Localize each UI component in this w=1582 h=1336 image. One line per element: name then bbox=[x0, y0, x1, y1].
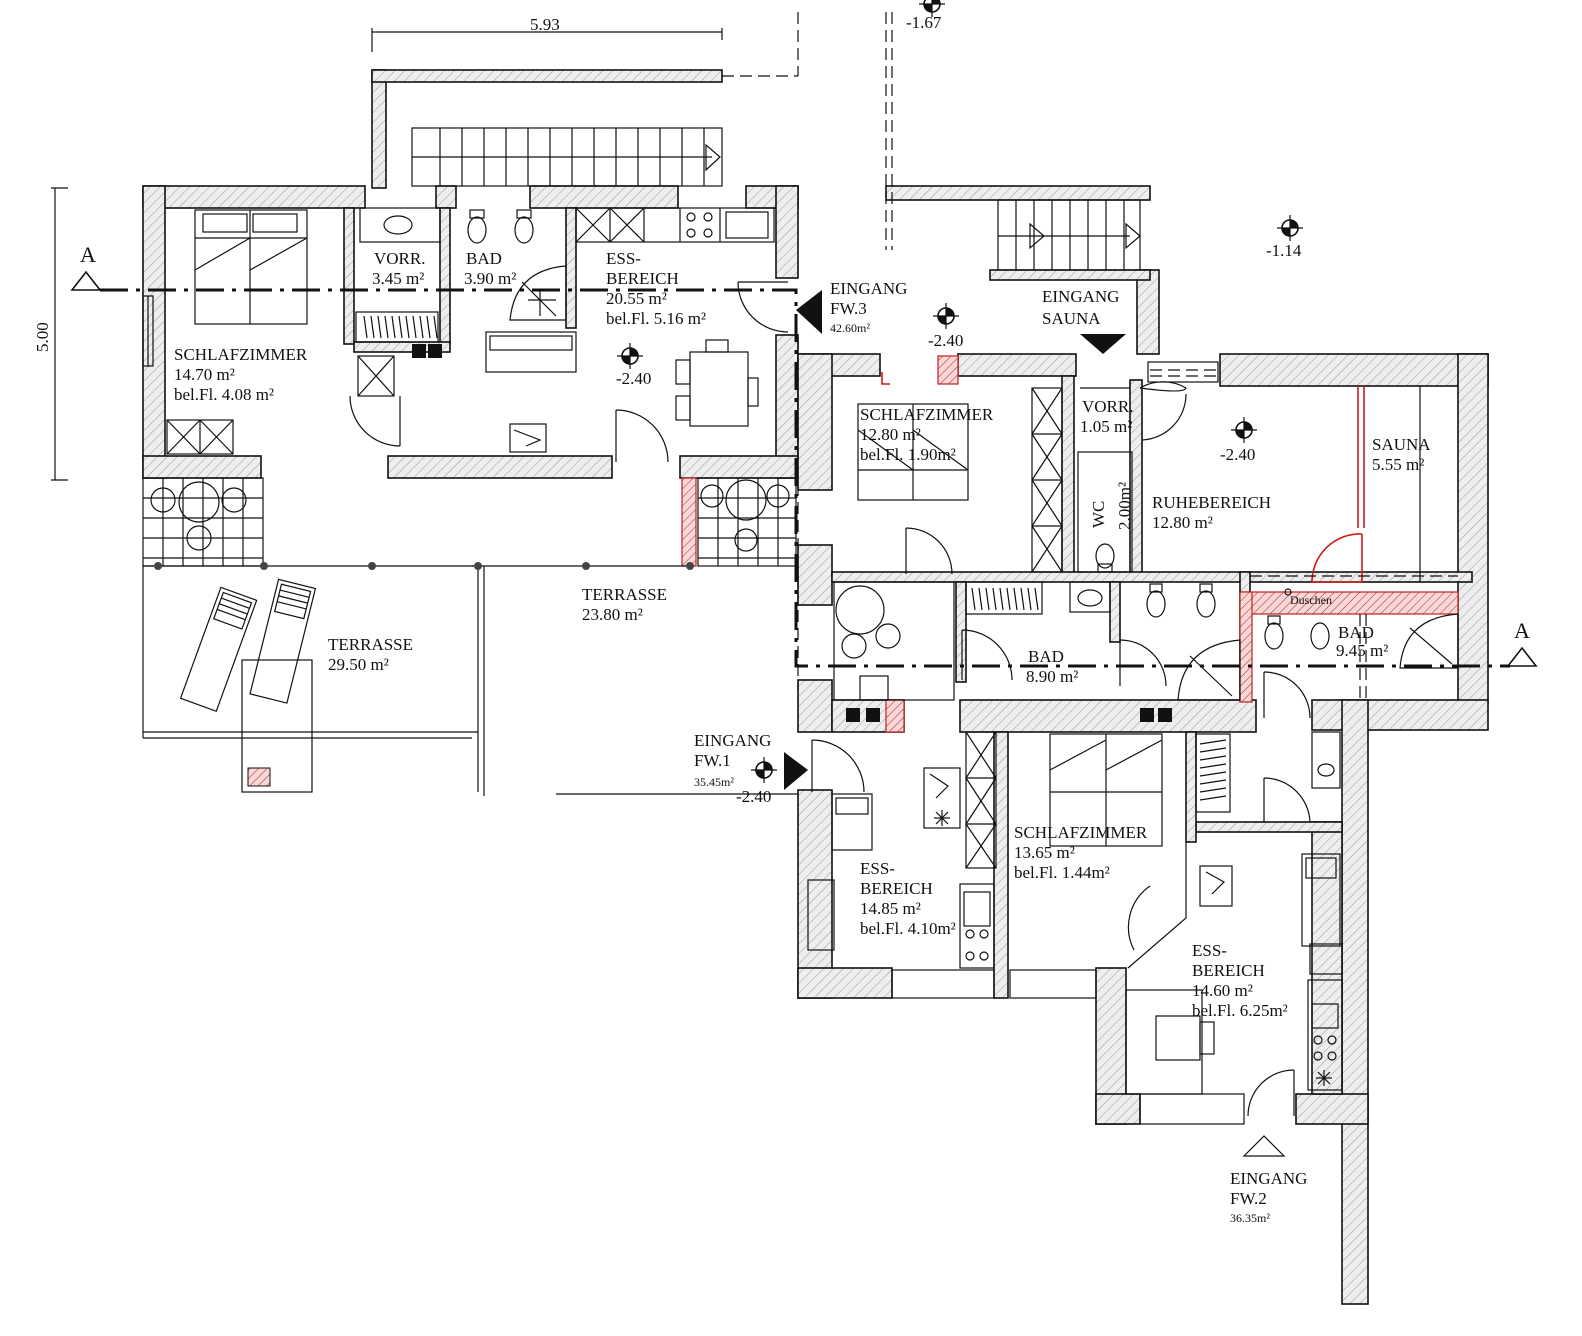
staircase-top bbox=[411, 12, 799, 187]
entrance-fw3-area: 42.60m² bbox=[830, 321, 870, 335]
room-ess-2-name1: ESS- bbox=[860, 859, 895, 878]
room-schlafzimmer-2-name: SCHLAFZIMMER bbox=[860, 405, 994, 424]
entrance-sauna-line1: EINGANG bbox=[1042, 287, 1119, 306]
walls-fw3 bbox=[142, 69, 799, 479]
room-schlafzimmer-1-bel: bel.Fl. 4.08 m² bbox=[174, 385, 274, 404]
room-ess-3-name2: BEREICH bbox=[1192, 961, 1265, 980]
red-elements bbox=[681, 355, 1459, 733]
room-ess-1-bel: bel.Fl. 5.16 m² bbox=[606, 309, 706, 328]
section-marker-left: A bbox=[80, 242, 96, 267]
room-bad-3-area: 9.45 m² bbox=[1336, 641, 1388, 660]
room-schlafzimmer-3-name: SCHLAFZIMMER bbox=[1014, 823, 1148, 842]
entrance-fw2-line1: EINGANG bbox=[1230, 1169, 1307, 1188]
dimension-height: 5.00 bbox=[33, 322, 52, 352]
entrance-fw1-line2: FW.1 bbox=[694, 751, 731, 770]
room-vorraum-2-name: VORR. bbox=[1082, 397, 1133, 416]
furniture-fw3 bbox=[142, 207, 789, 463]
level-top: -1.67 bbox=[906, 13, 942, 32]
level-right-top: -1.14 bbox=[1266, 241, 1302, 260]
room-schlafzimmer-2-area: 12.80 m² bbox=[860, 425, 921, 444]
level-marker-icon bbox=[751, 757, 777, 783]
room-ess-1-name2: BEREICH bbox=[606, 269, 679, 288]
entrance-fw2-area: 36.35m² bbox=[1230, 1211, 1270, 1225]
room-ess-1-area: 20.55 m² bbox=[606, 289, 667, 308]
room-terrasse-1-name: TERRASSE bbox=[328, 635, 413, 654]
room-bad-1-name: BAD bbox=[466, 249, 502, 268]
room-sauna-area: 5.55 m² bbox=[1372, 455, 1424, 474]
furniture-lower bbox=[807, 12, 1459, 1157]
room-schlafzimmer-1-area: 14.70 m² bbox=[174, 365, 235, 384]
walls-lower bbox=[797, 185, 1489, 1305]
room-ess-1-name1: ESS- bbox=[606, 249, 641, 268]
level-marker-icon bbox=[1231, 417, 1257, 443]
entrance-fw3-line2: FW.3 bbox=[830, 299, 867, 318]
entrance-arrows bbox=[784, 290, 1126, 790]
entrance-fw3-line1: EINGANG bbox=[830, 279, 907, 298]
room-ess-2-bel: bel.Fl. 4.10m² bbox=[860, 919, 956, 938]
entrance-fw1-area: 35.45m² bbox=[694, 775, 734, 789]
room-ruhebereich-name: RUHEBEREICH bbox=[1152, 493, 1271, 512]
entrance-sauna-line2: SAUNA bbox=[1042, 309, 1101, 328]
room-duschen-label: Duschen bbox=[1290, 593, 1332, 607]
room-ess-3-area: 14.60 m² bbox=[1192, 981, 1253, 1000]
room-schlafzimmer-2-bel: bel.Fl. 1.90m² bbox=[860, 445, 956, 464]
room-terrasse-1-area: 29.50 m² bbox=[328, 655, 389, 674]
room-terrasse-2-name: TERRASSE bbox=[582, 585, 667, 604]
entrance-fw1-line1: EINGANG bbox=[694, 731, 771, 750]
level-marker-icon bbox=[617, 343, 643, 369]
entrance-fw2-line2: FW.2 bbox=[1230, 1189, 1267, 1208]
level-marker-icons bbox=[617, 0, 1303, 783]
room-ruhebereich-area: 12.80 m² bbox=[1152, 513, 1213, 532]
room-bad-3-name: BAD bbox=[1338, 623, 1374, 642]
terrace-fw3 bbox=[142, 340, 799, 796]
section-line bbox=[70, 270, 1538, 668]
dimension-width: 5.93 bbox=[530, 15, 560, 34]
room-bad-2-area: 8.90 m² bbox=[1026, 667, 1078, 686]
level-entrance-fw1: -2.40 bbox=[736, 787, 771, 806]
level-ess-fw3: -2.40 bbox=[616, 369, 651, 388]
room-schlafzimmer-1-name: SCHLAFZIMMER bbox=[174, 345, 308, 364]
room-ess-2-area: 14.85 m² bbox=[860, 899, 921, 918]
room-schlafzimmer-3-bel: bel.Fl. 1.44m² bbox=[1014, 863, 1110, 882]
level-marker-icon bbox=[919, 0, 945, 17]
room-schlafzimmer-3-area: 13.65 m² bbox=[1014, 843, 1075, 862]
room-vorraum-2-area: 1.05 m² bbox=[1080, 417, 1132, 436]
room-bad-2-name: BAD bbox=[1028, 647, 1064, 666]
room-terrasse-2-area: 23.80 m² bbox=[582, 605, 643, 624]
level-marker-icon bbox=[933, 303, 959, 329]
room-wc-name: WC bbox=[1089, 501, 1108, 528]
level-ruhebereich: -2.40 bbox=[1220, 445, 1255, 464]
room-ess-2-name2: BEREICH bbox=[860, 879, 933, 898]
room-vorraum-1-area: 3.45 m² bbox=[372, 269, 424, 288]
room-wc-area: 2.00m² bbox=[1115, 482, 1134, 530]
dimension-lines bbox=[51, 28, 723, 481]
section-marker-right: A bbox=[1514, 618, 1530, 643]
level-marker-icon bbox=[1277, 215, 1303, 241]
room-vorraum-1-name: VORR. bbox=[374, 249, 425, 268]
level-entrance-fw3: -2.40 bbox=[928, 331, 963, 350]
room-sauna-name: SAUNA bbox=[1372, 435, 1431, 454]
room-bad-1-area: 3.90 m² bbox=[464, 269, 516, 288]
room-ess-3-bel: bel.Fl. 6.25m² bbox=[1192, 1001, 1288, 1020]
room-ess-3-name1: ESS- bbox=[1192, 941, 1227, 960]
